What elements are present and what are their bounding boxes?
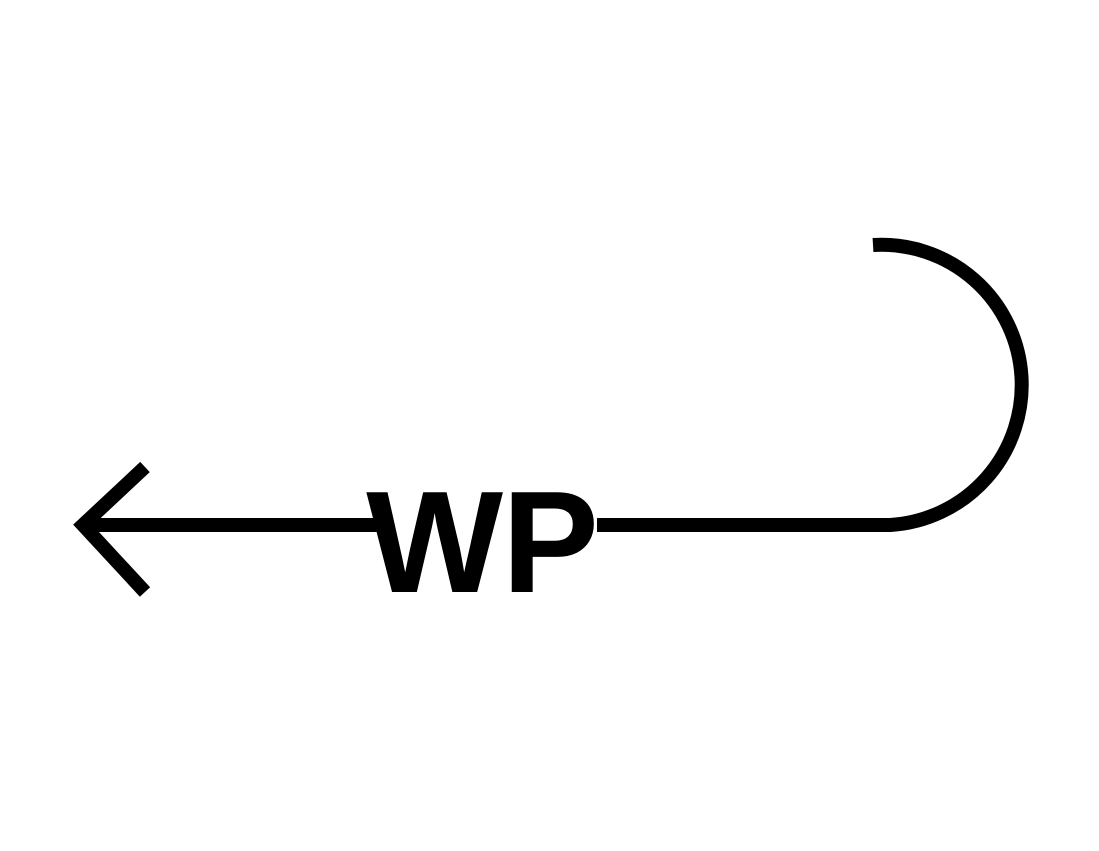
- hook-curve: [872, 237, 1029, 532]
- arrowhead-icon: [73, 461, 151, 597]
- edge-label-wp: WP: [366, 461, 598, 623]
